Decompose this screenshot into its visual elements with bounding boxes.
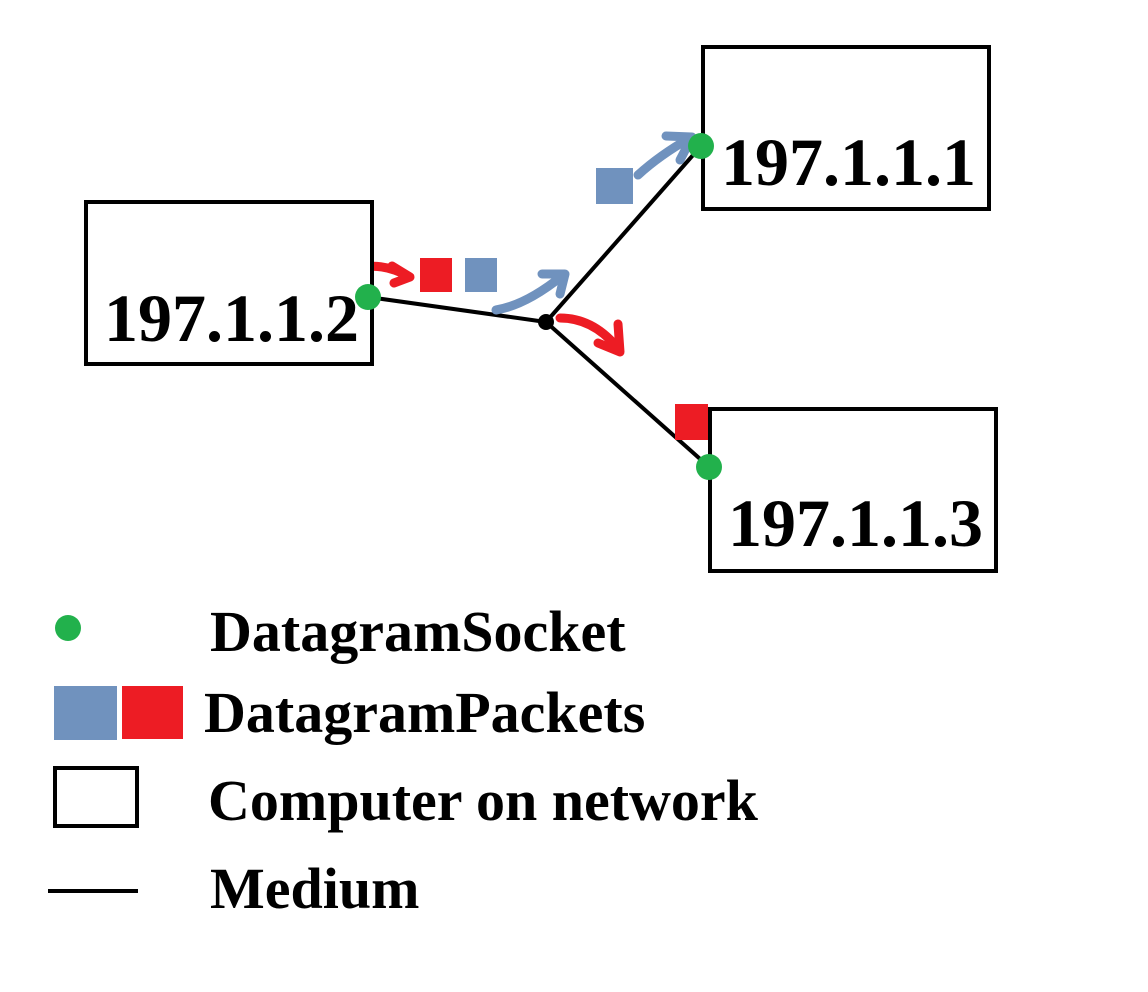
legend-computer-label: Computer on network <box>208 768 758 833</box>
packet-blue-outgoing <box>465 258 497 292</box>
blue-arrow-junction <box>491 269 570 315</box>
legend-medium-label: Medium <box>210 856 420 921</box>
red-arrow-junction <box>555 313 625 357</box>
packet-red-outgoing <box>420 258 452 292</box>
computer-box-197-1-1-3 <box>708 407 998 573</box>
legend-packets-label: DatagramPackets <box>204 680 646 745</box>
medium-line-left <box>367 295 547 324</box>
computer-box-197-1-1-1 <box>701 45 991 211</box>
socket-dot-left <box>355 284 381 310</box>
socket-dot-top-right <box>688 133 714 159</box>
computer-label-bottom-right: 197.1.1.3 <box>728 485 983 561</box>
socket-dot-bottom-right <box>696 454 722 480</box>
legend-packet-red-icon <box>122 686 183 739</box>
legend-packet-blue-icon <box>54 686 117 740</box>
packet-red-arriving <box>675 404 708 440</box>
junction-node <box>538 314 554 330</box>
computer-label-left: 197.1.1.2 <box>104 280 359 356</box>
computer-box-197-1-1-2 <box>84 200 374 366</box>
legend-socket-dot-icon <box>55 615 81 641</box>
medium-line-bottom <box>544 320 710 468</box>
legend-computer-icon <box>53 766 139 828</box>
blue-arrow-arriving <box>633 131 697 180</box>
computer-label-top-right: 197.1.1.1 <box>721 124 976 200</box>
packet-blue-arriving <box>596 168 633 204</box>
legend-medium-line-icon <box>48 889 138 893</box>
legend-socket-label: DatagramSocket <box>210 599 626 664</box>
medium-line-top <box>544 144 703 324</box>
